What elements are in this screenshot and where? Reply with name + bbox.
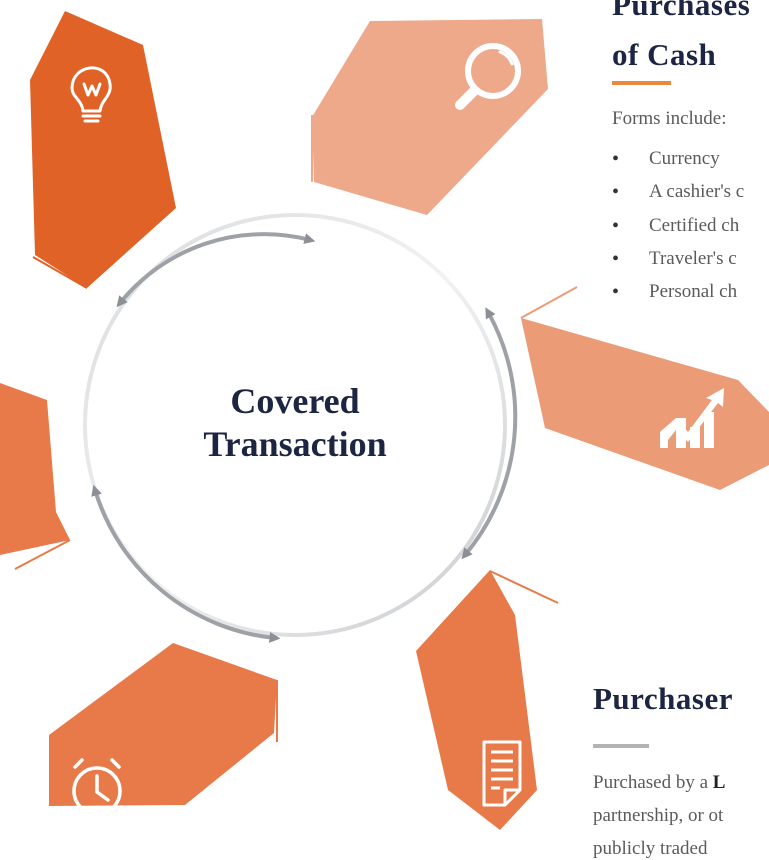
- growth-chart-icon: [660, 388, 724, 448]
- tab-bottom-right: [416, 570, 559, 830]
- center-title-line2: Transaction: [203, 424, 387, 464]
- magnifier-icon: [455, 43, 521, 110]
- tab-bottom-left: [49, 643, 278, 806]
- cycle-arrow-top: [116, 232, 316, 308]
- center-title-line1: Covered: [230, 381, 360, 421]
- document-icon: [482, 740, 522, 807]
- tab-top-left: [30, 11, 176, 289]
- list-item: Currency: [612, 146, 744, 179]
- tab-right: [520, 286, 769, 490]
- bottom-body-line2: partnership, or ot: [593, 805, 724, 826]
- forms-label: Forms include:: [612, 108, 727, 129]
- cycle-arrow-right: [461, 307, 518, 560]
- top-heading-line2: of Cash: [612, 37, 717, 72]
- tab-left: [0, 383, 71, 570]
- list-item: A cashier's c: [612, 179, 744, 212]
- list-item: Certified ch: [612, 213, 744, 246]
- stopwatch-icon: [72, 758, 122, 816]
- top-heading-line1: Purchases: [612, 0, 751, 22]
- central-ring: [83, 213, 507, 637]
- center-title: Covered Transaction: [170, 380, 420, 466]
- list-item: Traveler's c: [612, 246, 744, 279]
- list-item: Personal ch: [612, 279, 744, 312]
- bottom-body-line3: publicly traded: [593, 838, 708, 859]
- bottom-heading: Purchaser: [593, 681, 733, 716]
- bottom-body-prefix: Purchased by a: [593, 772, 713, 793]
- cycle-arrow-bottom-left: [91, 484, 281, 643]
- forms-list: Currency A cashier's c Certified ch Trav…: [612, 146, 744, 312]
- tab-top-right: [311, 19, 548, 215]
- lightbulb-icon: [70, 66, 112, 123]
- bottom-body-line1: Purchased by a L: [593, 772, 725, 794]
- bottom-body-bold: L: [712, 772, 726, 793]
